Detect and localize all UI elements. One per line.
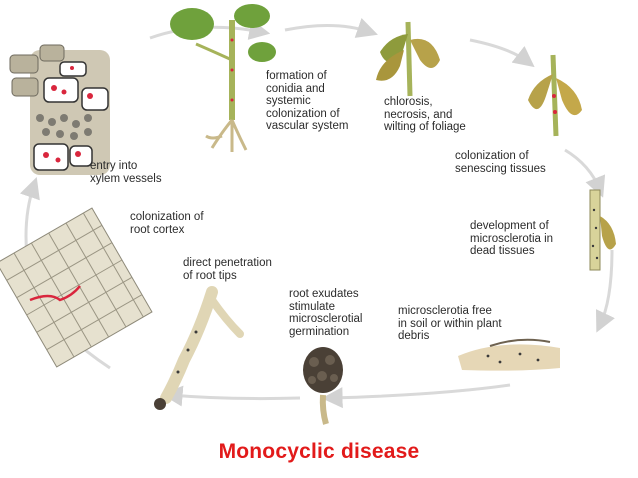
root-cortex-illustration (0, 207, 153, 368)
label-microsclerotia-development: development of microsclerotia in dead ti… (470, 220, 554, 257)
dead-stem-illustration (589, 189, 616, 271)
arrow-2 (284, 17, 378, 38)
label-xylem-entry: entry into xylem vessels (90, 160, 162, 185)
microsclerotium-illustration (303, 347, 343, 425)
arrow-5 (595, 249, 615, 333)
senescing-plant-illustration (528, 54, 582, 137)
soil-debris-illustration (458, 338, 560, 371)
arrow-7 (161, 385, 301, 407)
label-senescing-colonization: colonization of senescing tissues (455, 150, 546, 175)
label-microsclerotia-free: microsclerotia free in soil or within pl… (398, 305, 502, 342)
label-root-cortex: colonization of root cortex (130, 211, 204, 236)
label-chlorosis: chlorosis, necrosis, and wilting of foli… (384, 96, 466, 133)
label-direct-penetration: direct penetration of root tips (183, 257, 272, 282)
diagram-caption: Monocyclic disease (218, 440, 420, 463)
cycle-arrows (19, 17, 615, 409)
label-conidia-formation: formation of conidia and systemic coloni… (266, 70, 349, 132)
arrow-4 (564, 148, 606, 198)
root-tip-illustration (154, 286, 244, 410)
label-root-exudates: root exudates stimulate microsclerotial … (289, 288, 363, 338)
xylem-cross-section-illustration (9, 44, 110, 175)
wilting-plant-illustration (376, 21, 440, 97)
arrow-3 (469, 38, 535, 68)
systemic-plant-illustration (170, 4, 276, 152)
arrow-6 (321, 383, 511, 409)
